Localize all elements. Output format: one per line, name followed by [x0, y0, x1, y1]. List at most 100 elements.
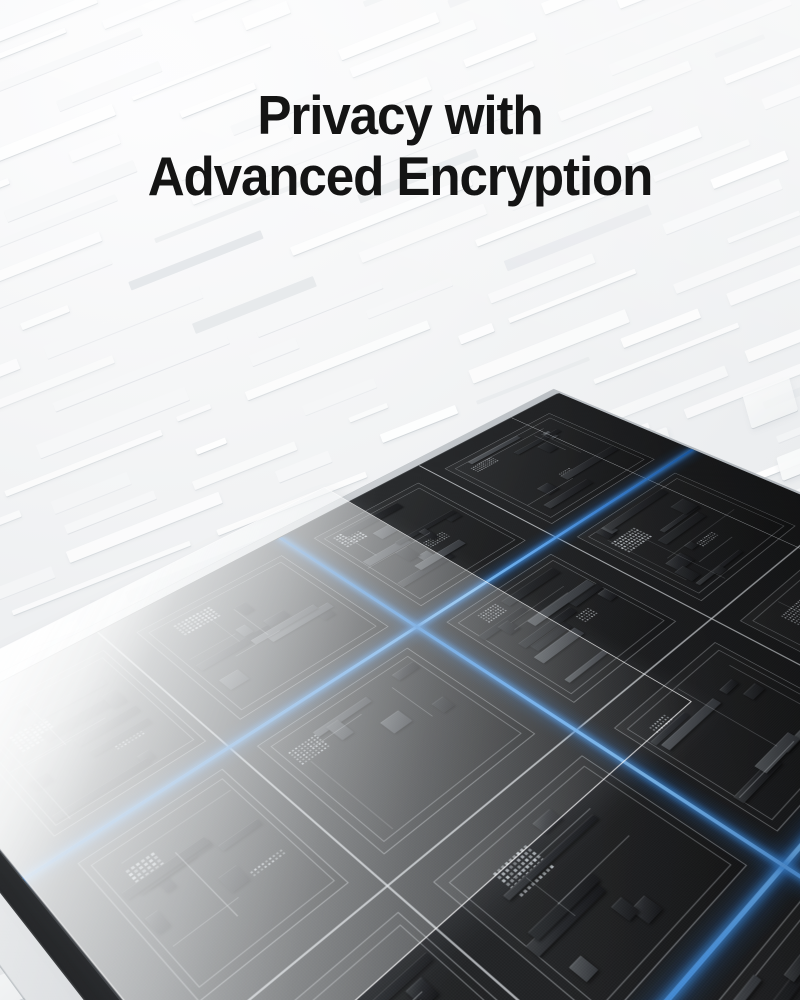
- bga-pad: [797, 601, 800, 603]
- chip: [714, 964, 800, 1000]
- bga-pad: [772, 754, 776, 757]
- bga-pad: [517, 864, 522, 869]
- bga-pad: [663, 728, 667, 732]
- bga-pad: [534, 878, 540, 883]
- chip: [709, 974, 762, 1000]
- bga-pad: [784, 612, 788, 614]
- bga-pad: [794, 612, 798, 614]
- board-deck: [0, 389, 800, 1000]
- cluster-outline: [669, 914, 800, 1000]
- chip: [743, 994, 800, 1000]
- bga-pad: [524, 858, 530, 863]
- bga-pad: [514, 889, 520, 894]
- bga-pad: [506, 882, 511, 887]
- chip: [527, 872, 601, 942]
- bga-pad: [669, 728, 673, 731]
- bga-pad: [525, 871, 531, 876]
- bga-pad: [790, 620, 794, 622]
- bga-pad: [793, 604, 797, 606]
- chip: [405, 977, 439, 1000]
- bga-pad: [527, 848, 533, 853]
- bga-pad: [792, 605, 795, 608]
- bga-pad: [779, 747, 782, 750]
- bga-pad: [662, 735, 666, 738]
- bga-pad: [523, 888, 529, 894]
- bga-pad: [528, 861, 534, 866]
- bga-pad: [505, 875, 511, 880]
- bga-pad: [512, 861, 518, 866]
- bga-pad: [789, 616, 792, 619]
- bga-pad: [518, 885, 524, 890]
- bga-pad: [537, 868, 543, 873]
- bga-pad: [780, 752, 784, 755]
- bga-pad: [533, 864, 539, 869]
- bga-pad: [519, 892, 525, 897]
- bga-pad: [521, 868, 527, 873]
- bga-pad: [520, 854, 526, 859]
- chip: [525, 880, 607, 958]
- bga-pad: [545, 867, 551, 873]
- bga-pad: [505, 868, 511, 873]
- bga-pad: [508, 864, 514, 869]
- bga-pad: [510, 885, 516, 890]
- bga-pad: [795, 607, 798, 610]
- bga-pad: [509, 871, 515, 876]
- cluster-outline: [626, 649, 800, 821]
- bga-pad: [520, 861, 526, 866]
- chip: [754, 732, 800, 774]
- bga-pad: [516, 858, 522, 863]
- bga-pad: [783, 613, 786, 616]
- bga-pad: [792, 618, 796, 621]
- chip: [354, 996, 428, 1000]
- bga-pad: [497, 875, 503, 880]
- bga-pad: [795, 602, 799, 605]
- bga-pad: [778, 754, 782, 757]
- chip: [569, 955, 599, 983]
- routing-trace: [739, 741, 795, 799]
- bga-pad: [522, 881, 528, 887]
- bga-pad: [781, 745, 785, 748]
- bga-pad: [501, 878, 507, 883]
- bga-pad: [509, 878, 515, 883]
- bga-pad: [786, 610, 790, 613]
- bga-pad: [781, 615, 784, 617]
- bga-pad: [791, 615, 794, 617]
- bga-pad: [537, 861, 542, 866]
- bga-pad: [533, 871, 539, 876]
- bga-pad: [786, 615, 789, 617]
- page-title: Privacy with Advanced Encryption: [147, 83, 654, 208]
- chip-cluster: [577, 472, 796, 601]
- bga-pad: [776, 749, 780, 753]
- routing-trace: [556, 834, 630, 905]
- bga-pad: [525, 864, 531, 869]
- bga-pad: [664, 733, 668, 736]
- bga-pad: [513, 875, 519, 880]
- bga-pad: [796, 615, 799, 617]
- chip: [610, 897, 640, 922]
- bga-pad: [784, 616, 788, 619]
- bga-pad: [787, 618, 791, 621]
- bga-pad: [793, 613, 796, 616]
- bga-pad: [791, 610, 795, 613]
- bga-pad: [514, 881, 520, 887]
- chip-cluster: [651, 901, 800, 1000]
- bga-pad: [666, 730, 670, 734]
- bga-pad: [541, 864, 547, 869]
- bga-pad: [530, 874, 536, 880]
- bga-pad: [524, 851, 529, 856]
- bga-pad: [513, 868, 519, 873]
- bga-pad: [782, 749, 786, 752]
- bga-pad: [545, 861, 551, 866]
- bga-pad: [788, 613, 791, 616]
- bga-pad: [529, 868, 535, 873]
- bga-pad: [536, 854, 542, 859]
- bga-pad: [530, 881, 536, 887]
- bga-pad: [526, 878, 532, 883]
- bga-pad: [774, 752, 778, 755]
- bga-pad: [788, 609, 792, 611]
- chip: [733, 757, 783, 804]
- chip: [782, 927, 800, 983]
- bga-pad: [501, 871, 507, 876]
- bga-pad: [658, 733, 662, 736]
